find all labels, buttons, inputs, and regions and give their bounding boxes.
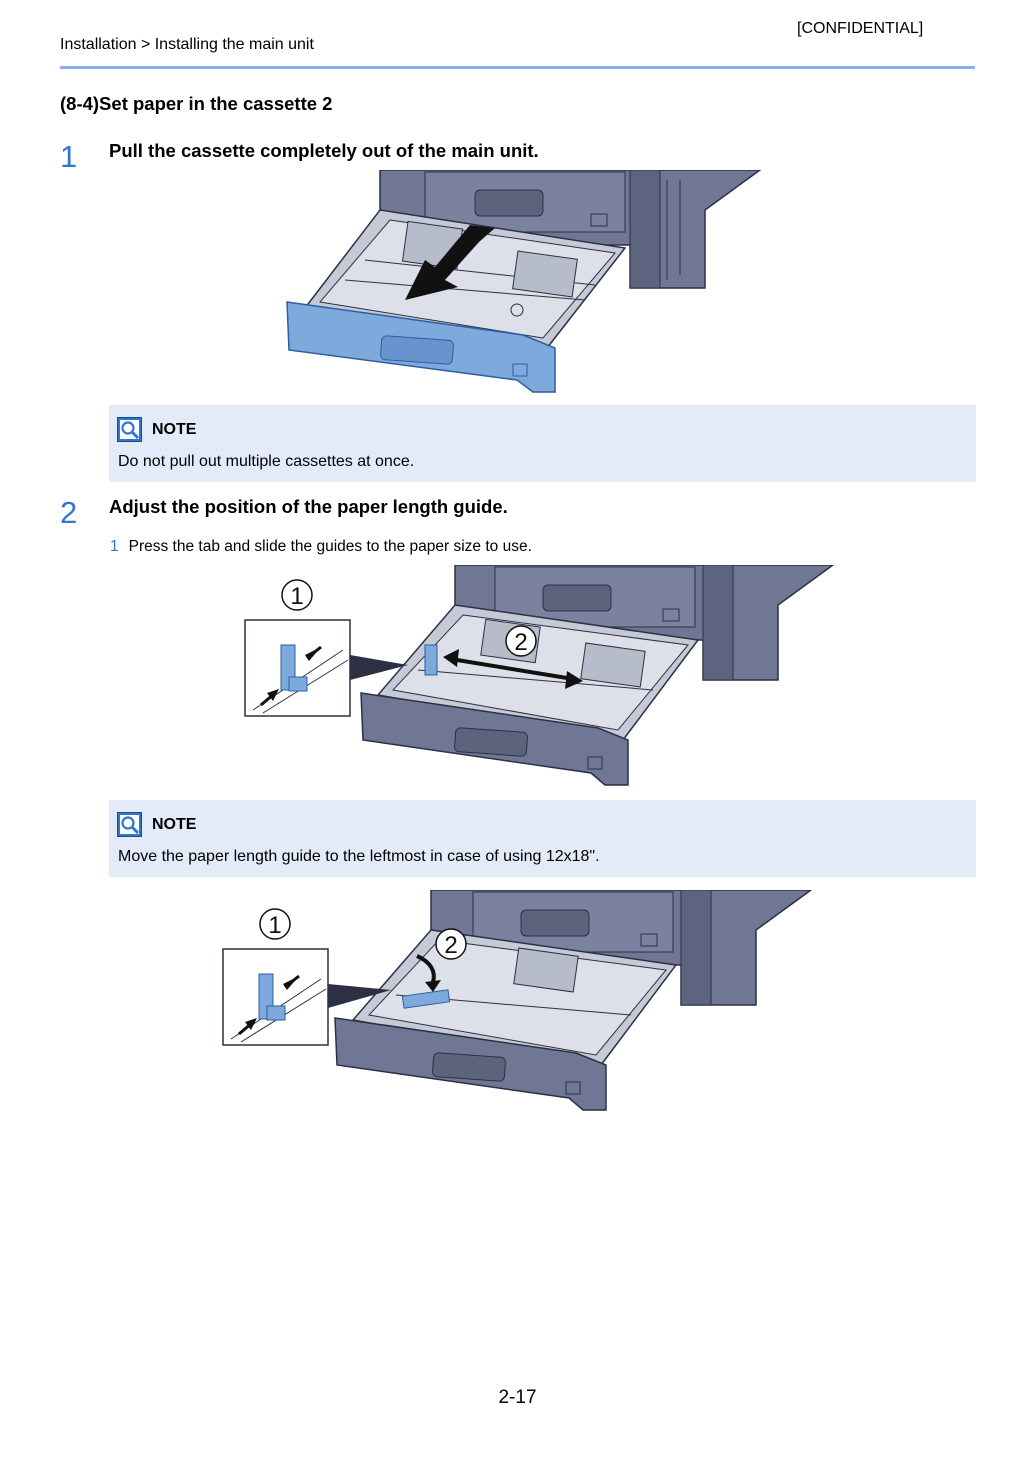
- leftmost-guide-illustration: 1 2: [222, 890, 813, 1111]
- substep-1: 1 Press the tab and slide the guides to t…: [110, 538, 532, 556]
- page-number: 2-17: [498, 1387, 537, 1408]
- callout-2: 2: [444, 932, 457, 959]
- step-2-title: Adjust the position of the paper length …: [109, 496, 508, 517]
- note-label: NOTE: [152, 420, 197, 438]
- note-icon: [117, 812, 142, 837]
- note-label: NOTE: [152, 815, 197, 833]
- breadcrumb: Installation > Installing the main unit: [60, 36, 314, 53]
- note-text: Do not pull out multiple cassettes at on…: [118, 453, 415, 470]
- step-1-title: Pull the cassette completely out of the …: [109, 140, 539, 161]
- callout-1: 1: [268, 912, 281, 939]
- note-box-1: NOTE Do not pull out multiple cassettes …: [109, 405, 976, 482]
- substep-1-number: 1: [110, 538, 119, 555]
- confidential-label: [CONFIDENTIAL]: [797, 20, 924, 37]
- callout-1: 1: [290, 583, 303, 610]
- callout-2: 2: [514, 629, 527, 656]
- note-icon: [117, 417, 142, 442]
- step-1-number: 1: [60, 139, 78, 174]
- cassette-pulled-out-illustration: [286, 170, 762, 393]
- note-box-2: NOTE Move the paper length guide to the …: [109, 800, 976, 877]
- step-2-number: 2: [60, 495, 78, 530]
- slide-length-guide-illustration: 1 2: [244, 565, 835, 786]
- section-title: (8-4)Set paper in the cassette 2: [60, 93, 333, 114]
- substep-1-text: Press the tab and slide the guides to th…: [128, 538, 532, 555]
- header-rule: [60, 66, 975, 69]
- note-text: Move the paper length guide to the leftm…: [118, 848, 600, 865]
